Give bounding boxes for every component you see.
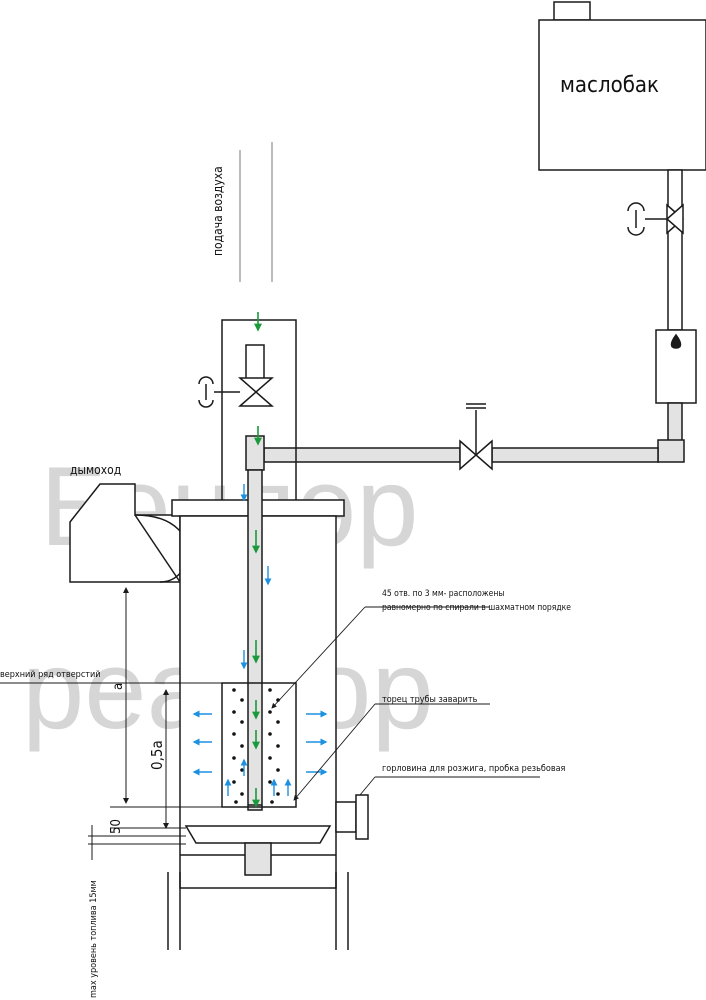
holes-note-line1: 45 отв. по 3 мм- расположены (382, 589, 504, 599)
ignition-neck-label: горловина для розжига, пробка резьбовая (382, 763, 566, 774)
dimension-lines (0, 587, 222, 860)
dimension-half-a: 0,5a (148, 740, 166, 770)
fuel-pipe (263, 403, 685, 471)
pipe-end-label: торец трубы заварить (382, 694, 478, 705)
fuel-pan (184, 825, 332, 876)
air-arrows (252, 312, 262, 808)
flow-arrows (192, 484, 328, 796)
dimension-gap: 50 (109, 819, 124, 834)
top-hole-row-label: верхний ряд отверстий (0, 670, 101, 680)
dimension-a: a (111, 683, 126, 690)
holes-note-line2: равномерно по спирали в шахматном порядк… (382, 603, 571, 613)
drip-box (655, 329, 697, 442)
air-supply-label: подача воздуха (211, 166, 225, 256)
oil-tank (538, 1, 706, 171)
leader-lines (271, 606, 540, 801)
air-pipe (198, 344, 274, 811)
hole-dots (232, 688, 280, 804)
chimney-label: дымоход (70, 463, 121, 477)
air-supply-lines (239, 142, 273, 282)
oil-tank-label: маслобак (560, 73, 659, 98)
oil-feed-pipe (627, 169, 685, 331)
max-fuel-level-label: max уровень топлива 15мм (89, 880, 99, 998)
ignition-neck (335, 794, 369, 840)
